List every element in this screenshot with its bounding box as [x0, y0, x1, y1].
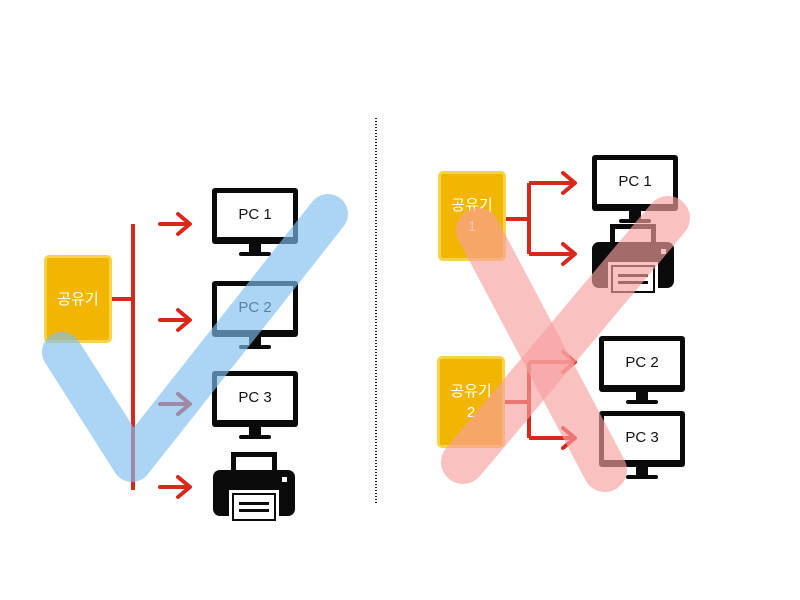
- device-label-pc1: PC 1: [618, 173, 652, 190]
- printer-icon: [213, 452, 295, 524]
- left-panel: [112, 188, 298, 524]
- device-label-pc2: PC 2: [625, 354, 659, 371]
- router-label: 공유기: [450, 383, 492, 400]
- arrow-icon: [543, 242, 577, 266]
- device-label-pc1: PC 1: [238, 206, 272, 223]
- arrow-icon: [158, 475, 192, 499]
- device-label-pc3: PC 3: [625, 429, 659, 446]
- arrow-icon: [158, 392, 192, 416]
- router-box-1: 공유기 1: [438, 171, 506, 261]
- arrow-icon: [158, 212, 192, 236]
- arrow-icon: [543, 171, 577, 195]
- device-label-pc3: PC 3: [238, 389, 272, 406]
- router-number: 2: [466, 404, 476, 421]
- router-number: 1: [467, 218, 477, 235]
- device-label-pc2: PC 2: [238, 299, 272, 316]
- router-label: 공유기: [57, 290, 99, 308]
- router-box: 공유기: [44, 255, 112, 343]
- arrow-icon: [158, 308, 192, 332]
- router-box-2: 공유기 2: [437, 356, 505, 448]
- router-label: 공유기: [451, 197, 493, 214]
- printer-icon: [592, 224, 674, 296]
- arrow-icon: [543, 426, 577, 450]
- arrow-icon: [543, 350, 577, 374]
